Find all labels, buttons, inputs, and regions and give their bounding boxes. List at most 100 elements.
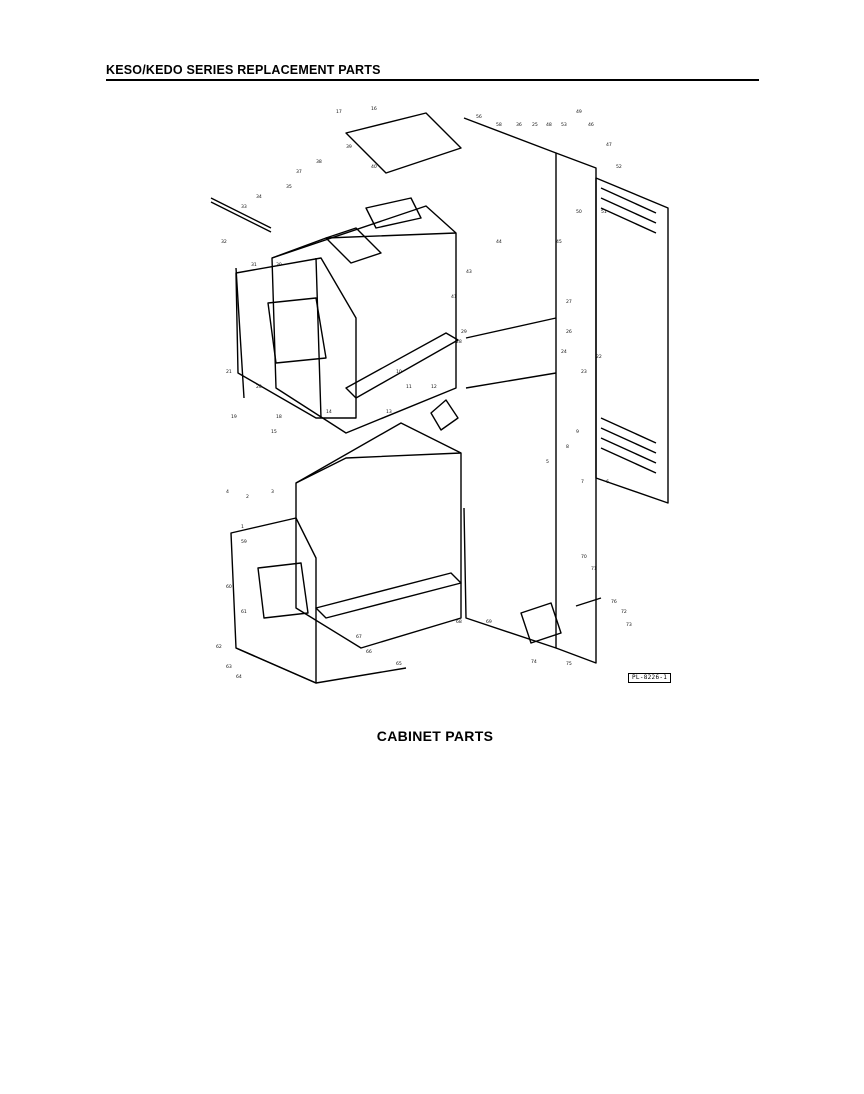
cabinet-back-panel: [595, 177, 669, 504]
hinge-bracket: [430, 399, 459, 431]
part-callout: 20: [256, 384, 262, 390]
part-callout: 31: [251, 262, 257, 268]
part-callout: 48: [546, 122, 552, 128]
part-callout: 16: [371, 106, 377, 112]
part-callout: 39: [346, 144, 352, 150]
part-callout: 56: [476, 114, 482, 120]
part-callout: 26: [566, 329, 572, 335]
part-callout: 58: [496, 122, 502, 128]
part-callout: 71: [591, 566, 597, 572]
part-callout: 72: [621, 609, 627, 615]
part-callout: 66: [366, 649, 372, 655]
screw: [575, 597, 602, 607]
part-callout: 34: [256, 194, 262, 200]
figure-caption: CABINET PARTS: [376, 728, 494, 744]
part-callout: 44: [496, 239, 502, 245]
part-callout: 28: [456, 339, 462, 345]
part-callout: 11: [406, 384, 412, 390]
part-callout: 46: [588, 122, 594, 128]
lower-door-window: [257, 562, 309, 619]
part-callout: 67: [356, 634, 362, 640]
part-callout: 45: [556, 239, 562, 245]
part-callout: 43: [466, 269, 472, 275]
part-callout: 38: [316, 159, 322, 165]
part-callout: 22: [596, 354, 602, 360]
part-callout: 9: [576, 429, 579, 435]
part-callout: 32: [221, 239, 227, 245]
upper-rack: [345, 332, 459, 399]
part-callout: 35: [286, 184, 292, 190]
part-callout: 30: [276, 262, 282, 268]
lower-oven-rack: [315, 572, 462, 619]
part-callout: 64: [236, 674, 242, 680]
part-callout: 23: [581, 369, 587, 375]
part-callout: 8: [566, 444, 569, 450]
lower-oven-top: [295, 452, 462, 484]
cabinet-rail: [465, 317, 557, 389]
part-callout: 36: [516, 122, 522, 128]
upper-oven-box: [271, 205, 457, 434]
part-callout: 70: [581, 554, 587, 560]
part-callout: 50: [576, 209, 582, 215]
part-callout: 2: [246, 494, 249, 500]
part-callout: 18: [276, 414, 282, 420]
part-callout: 15: [271, 429, 277, 435]
upper-door-window: [267, 297, 327, 364]
part-callout: 21: [226, 369, 232, 375]
part-callout: 10: [396, 369, 402, 375]
part-callout: 65: [396, 661, 402, 667]
part-callout: 25: [532, 122, 538, 128]
lower-oven-front: [230, 517, 317, 684]
part-callout: 27: [566, 299, 572, 305]
upper-oven-front: [235, 257, 357, 419]
part-callout: 1: [241, 524, 244, 530]
top-bracket: [365, 197, 422, 229]
part-callout: 24: [561, 349, 567, 355]
side-trim-strip: [210, 197, 272, 233]
part-callout: 40: [371, 164, 377, 170]
part-callout: 49: [576, 109, 582, 115]
upper-door-frame: [235, 257, 322, 419]
part-callout: 75: [566, 661, 572, 667]
part-callout: 62: [216, 644, 222, 650]
part-callout: 63: [226, 664, 232, 670]
lower-door-base: [235, 647, 407, 684]
part-callout: 4: [226, 489, 229, 495]
part-callout: 12: [431, 384, 437, 390]
part-callout: 60: [226, 584, 232, 590]
part-callout: 73: [626, 622, 632, 628]
part-callout: 3: [271, 489, 274, 495]
page-header-title: KESO/KEDO SERIES REPLACEMENT PARTS: [106, 63, 381, 77]
cabinet-shell: [463, 117, 557, 649]
part-callout: 17: [336, 109, 342, 115]
part-callout: 69: [486, 619, 492, 625]
part-callout: 74: [531, 659, 537, 665]
cabinet-side-panel: [555, 152, 597, 664]
part-callout: 13: [386, 409, 392, 415]
bottom-bracket: [520, 602, 562, 644]
part-callout: 7: [581, 479, 584, 485]
part-callout: 61: [241, 609, 247, 615]
part-callout: 47: [606, 142, 612, 148]
part-callout: 59: [241, 539, 247, 545]
diagram-reference-code: PL-8226-1: [628, 673, 672, 683]
part-callout: 19: [231, 414, 237, 420]
part-callout: 52: [616, 164, 622, 170]
lower-oven-box: [295, 422, 462, 649]
part-callout: 76: [611, 599, 617, 605]
back-panel-vents: [600, 187, 657, 474]
part-callout: 6: [606, 479, 609, 485]
part-callout: 5: [546, 459, 549, 465]
part-callout: 29: [461, 329, 467, 335]
part-callout: 14: [326, 409, 332, 415]
part-callout: 68: [456, 619, 462, 625]
part-callout: 33: [241, 204, 247, 210]
top-burner-plate: [325, 227, 382, 264]
part-callout: 51: [601, 209, 607, 215]
part-callout: 53: [561, 122, 567, 128]
top-vent-assembly: [345, 112, 462, 174]
part-callout: 37: [296, 169, 302, 175]
part-callout: 41: [451, 294, 457, 300]
